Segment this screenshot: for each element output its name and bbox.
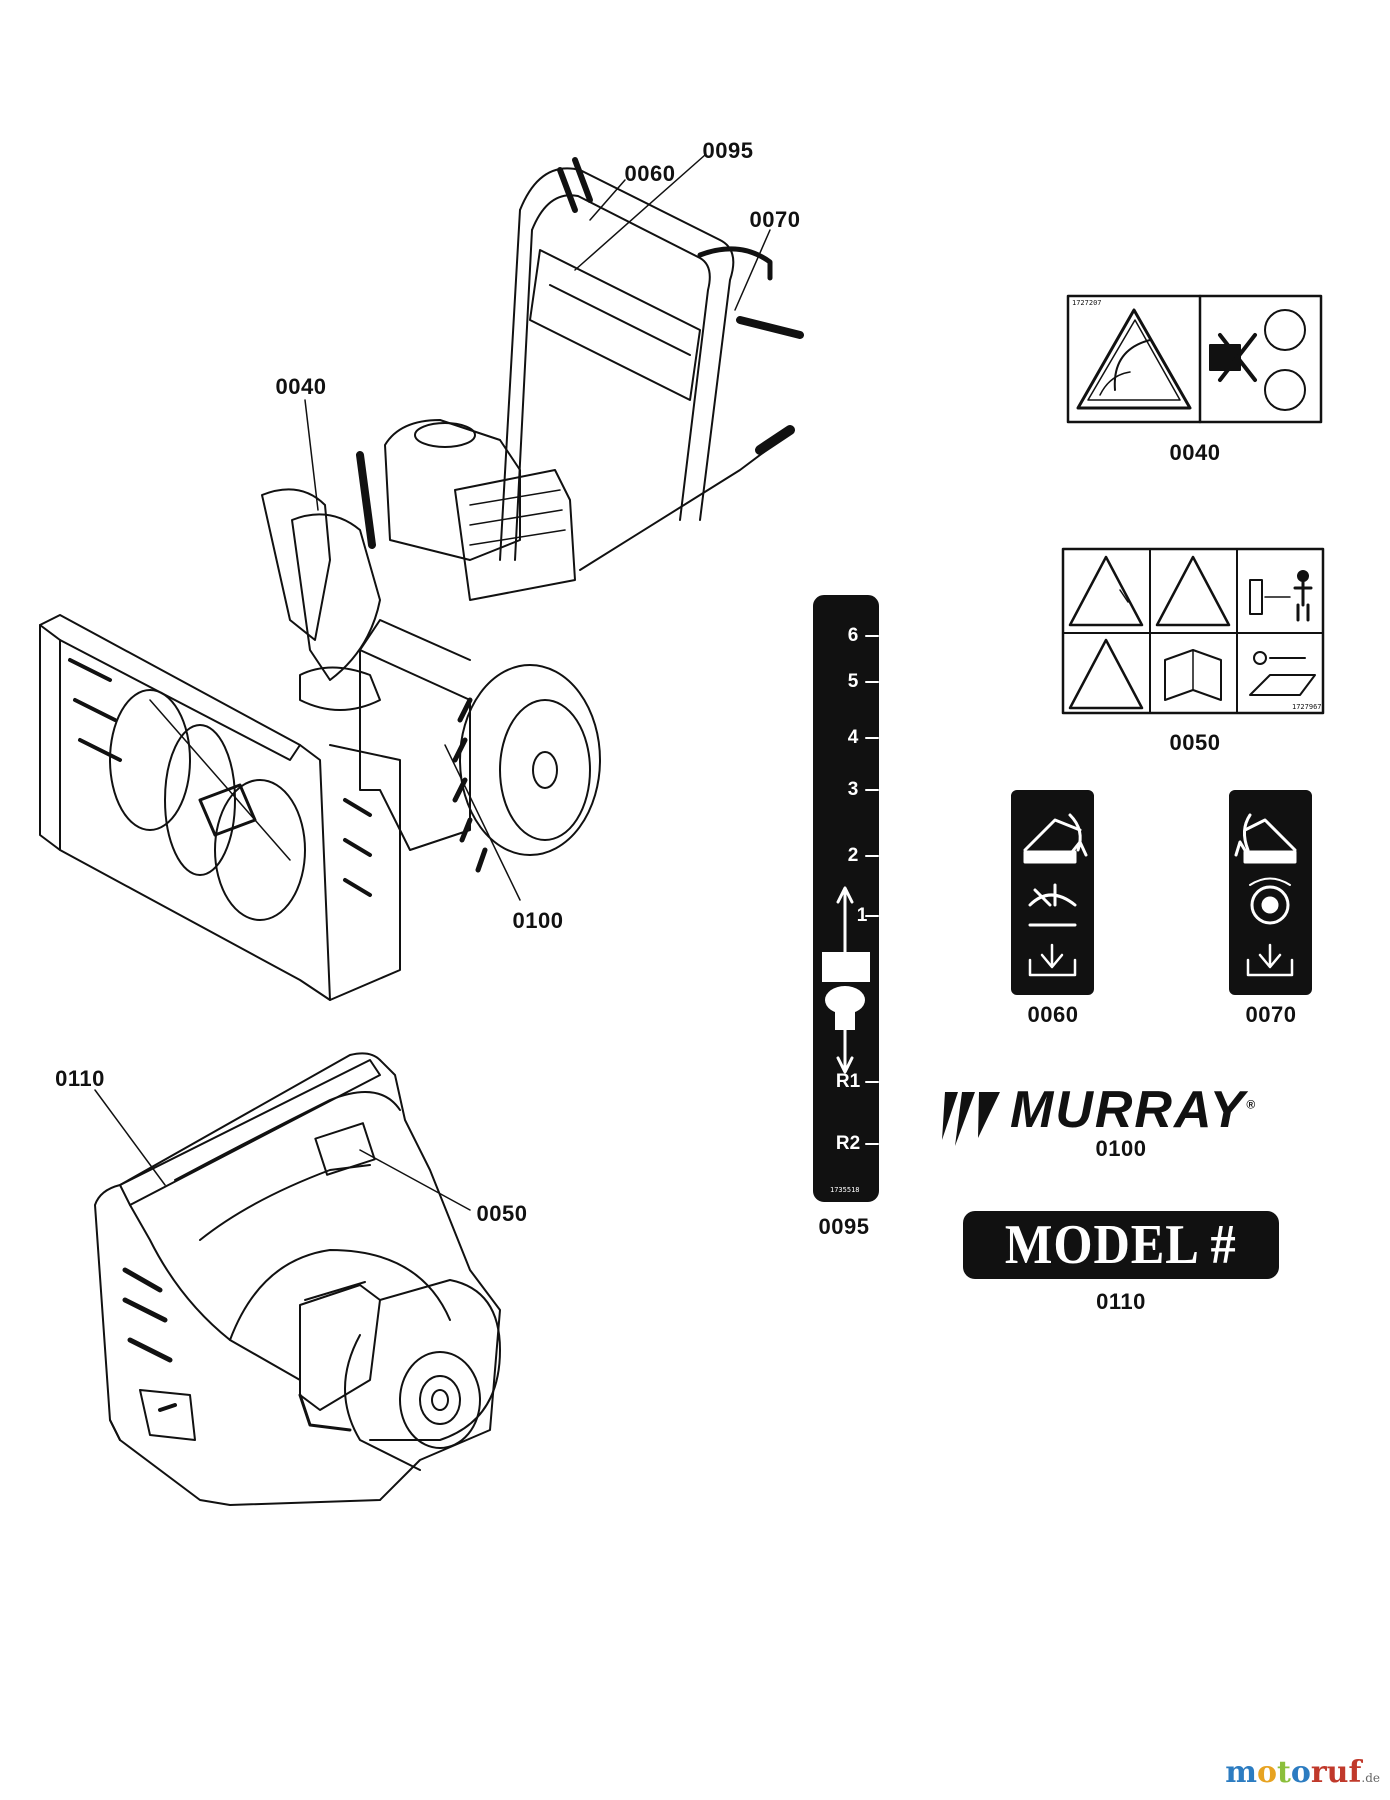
callout-0110-decal: 0110 <box>1096 1289 1146 1314</box>
gear-label: 5 <box>847 671 859 692</box>
gear-label: R2 <box>835 1133 861 1154</box>
decal-0040 <box>1066 294 1323 424</box>
callout-0095-decal: 0095 <box>818 1214 870 1239</box>
callout-0040-decal: 0040 <box>1169 440 1221 465</box>
murray-logo: MURRAY® <box>1010 1080 1257 1140</box>
auger-housing-illustration <box>94 1052 501 1506</box>
model-plate-text: MODEL # <box>1005 1214 1237 1276</box>
part-number-0050: 1727967 <box>1292 703 1322 711</box>
motoruf-watermark[interactable]: motoruf.de <box>1225 1755 1380 1790</box>
callout-0070-top: 0070 <box>749 207 801 232</box>
gear-label: R1 <box>835 1071 861 1092</box>
part-number-0095: 1735518 <box>830 1186 860 1194</box>
gear-label: 6 <box>847 625 859 646</box>
callout-0100-decal: 0100 <box>1095 1136 1147 1161</box>
callout-0060-top: 0060 <box>624 161 676 186</box>
callout-0040-left: 0040 <box>275 374 327 399</box>
decal-0070 <box>1229 790 1312 995</box>
registered-mark: ® <box>1246 1097 1258 1112</box>
leader-lines-bottom <box>94 1089 471 1211</box>
callout-0050-decal: 0050 <box>1169 730 1221 755</box>
decal-0060 <box>1011 790 1094 995</box>
snowblower-illustration <box>39 157 804 1001</box>
decal-0050 <box>1061 547 1325 715</box>
gear-label: 2 <box>847 845 859 866</box>
gear-label: 3 <box>847 779 859 800</box>
decal-0095 <box>813 595 879 1202</box>
callout-0100-left: 0100 <box>512 908 564 933</box>
part-number-0040: 1727207 <box>1072 299 1102 307</box>
callout-0060-decal: 0060 <box>1027 1002 1079 1027</box>
callout-0095-top: 0095 <box>702 138 754 163</box>
gear-label: 4 <box>847 727 859 748</box>
leader-lines-top <box>304 154 771 901</box>
murray-wordmark: MURRAY <box>1010 1081 1247 1139</box>
callout-0050-left: 0050 <box>476 1201 528 1226</box>
gear-label: 1 <box>856 905 868 926</box>
model-number-plate: MODEL # <box>963 1211 1279 1279</box>
callout-0070-decal: 0070 <box>1245 1002 1297 1027</box>
callout-0110-left: 0110 <box>55 1066 105 1091</box>
murray-logo-slashes <box>942 1092 1000 1146</box>
